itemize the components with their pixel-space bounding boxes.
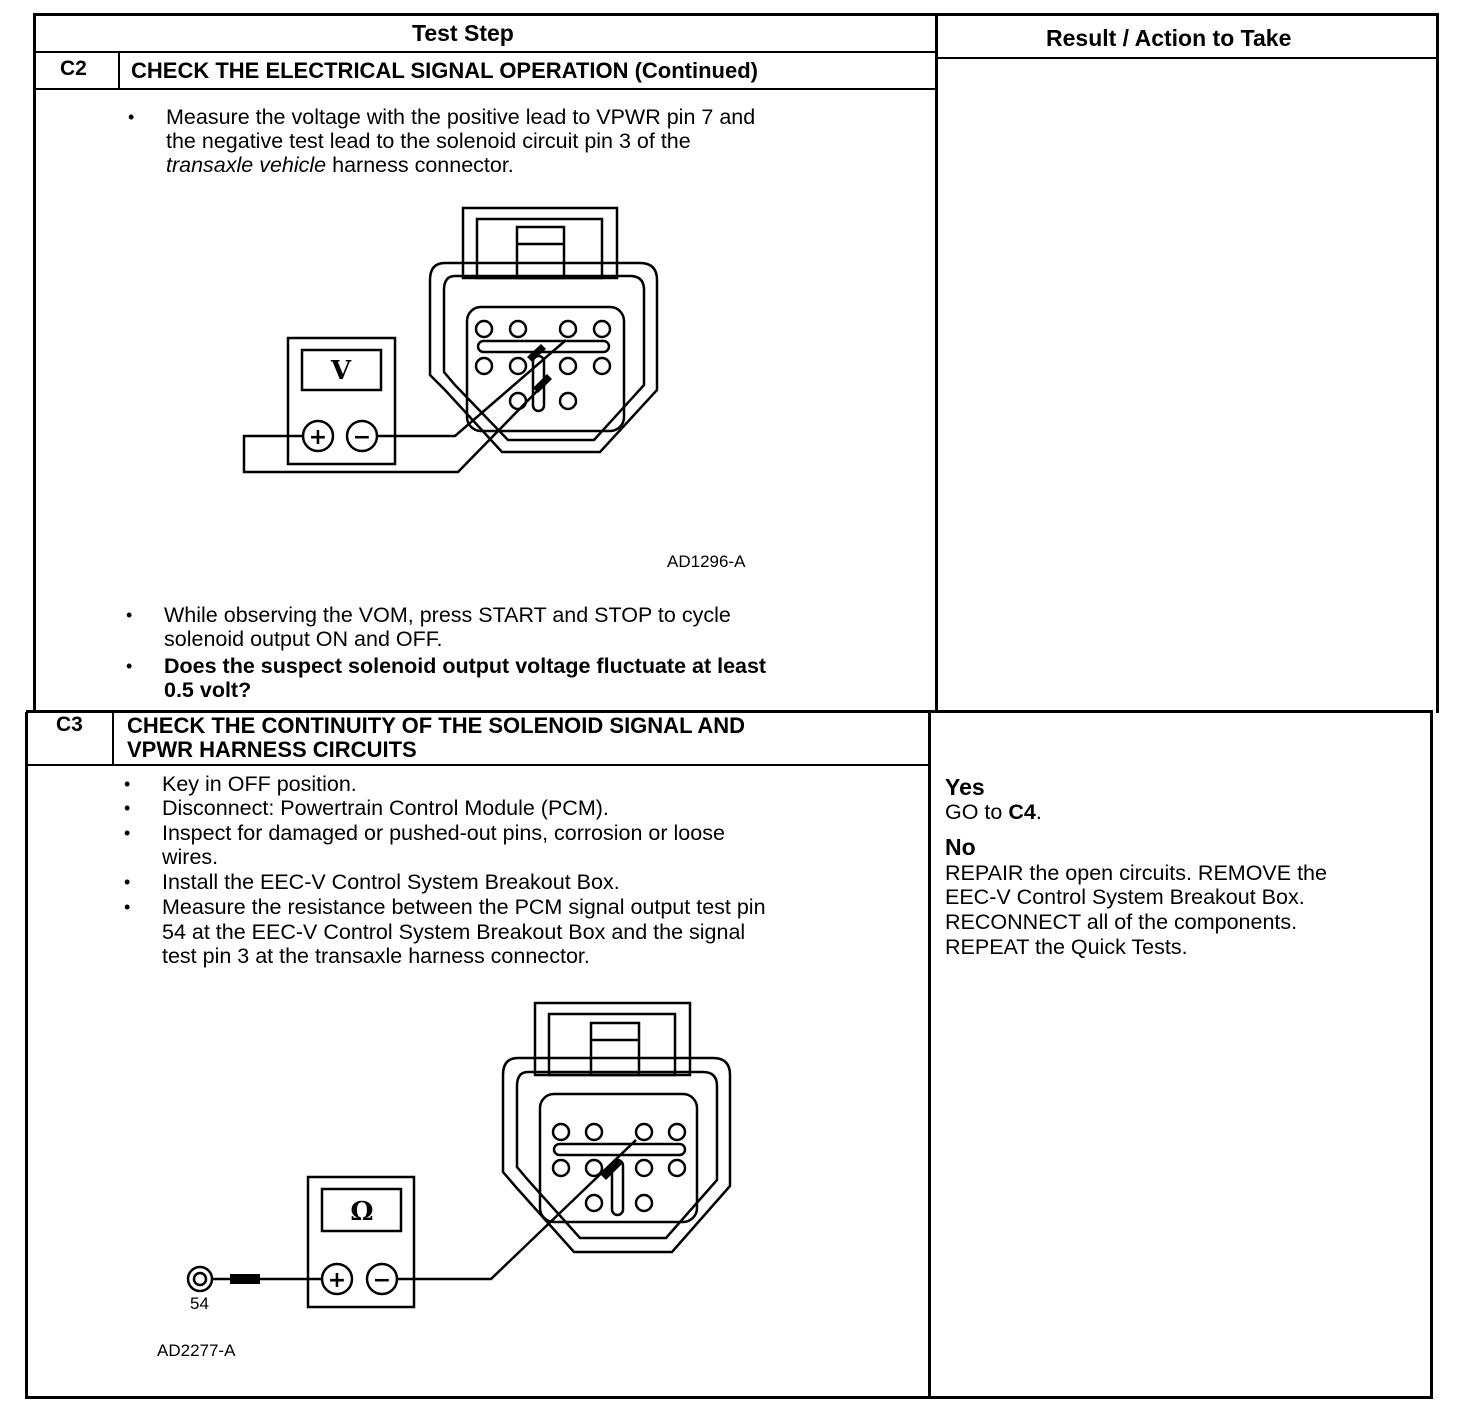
action-suffix: . (1035, 800, 1042, 824)
c3-id-divider (112, 711, 114, 766)
voltmeter-symbol: V (330, 356, 352, 386)
minus-sign: − (353, 425, 371, 450)
c2-italic-phrase: transaxle vehicle (166, 153, 327, 177)
bullet-dot: • (124, 798, 131, 818)
positive-lead (242, 383, 545, 474)
result-yes: Yes (945, 774, 985, 800)
table-border-top (34, 13, 1438, 16)
bullet-dot: • (124, 872, 131, 892)
c3-bullet-3-line-1: Inspect for damaged or pushed-out pins, … (162, 821, 725, 845)
c2-bullet-1-line-2: the negative test lead to the solenoid c… (166, 129, 691, 153)
result-no-line-1: REPAIR the open circuits. REMOVE the (945, 861, 1327, 885)
c2-bullet-1-line-3: transaxle vehicle harness connector. (166, 153, 514, 178)
test-step-header: Test Step (412, 20, 514, 46)
c3-bullet-4: Install the EEC-V Control System Breakou… (162, 870, 620, 894)
c2-id-divider (118, 51, 120, 89)
plus-sign: + (328, 1268, 346, 1293)
pin-54-jack (186, 1265, 214, 1293)
result-yes-action: GO to C4. (945, 800, 1042, 825)
bullet-dot: • (124, 774, 131, 794)
c3-bullet-5-line-3: test pin 3 at the transaxle harness conn… (162, 944, 590, 968)
step-title-c3-line-1: CHECK THE CONTINUITY OF THE SOLENOID SIG… (127, 713, 746, 738)
c2-question-line-1: Does the suspect solenoid output voltage… (164, 654, 767, 678)
result-no-line-4: REPEAT the Quick Tests. (945, 935, 1188, 959)
result-no-line-3: RECONNECT all of the components. (945, 910, 1298, 934)
table-border-left-lower (25, 712, 28, 1398)
c3-bullet-1: Key in OFF position. (162, 772, 357, 796)
bullet-dot: • (124, 897, 131, 917)
table-border-bottom (25, 1396, 1433, 1399)
ohmmeter-body (306, 1175, 416, 1309)
result-action-header: Result / Action to Take (1046, 25, 1292, 51)
connector-housing (501, 1056, 732, 1254)
signal-lead (397, 1139, 637, 1281)
c3-bullet-5-line-2: 54 at the EEC-V Control System Breakout … (162, 920, 746, 944)
plus-sign: + (309, 425, 327, 450)
action-prefix: GO to (945, 800, 1009, 824)
c2-bullet-2-line-1: While observing the VOM, press START and… (164, 603, 731, 627)
c3-title-divider (26, 764, 930, 766)
c3-bullet-5-line-1: Measure the resistance between the PCM s… (162, 895, 766, 919)
bullet-dot: • (126, 656, 133, 676)
negative-lead (377, 339, 567, 438)
c2-bullet-1-line-1: Measure the voltage with the positive le… (166, 105, 756, 129)
bullet-dot: • (124, 823, 131, 843)
ohmmeter-symbol: Ω (350, 1197, 373, 1227)
ohmmeter-display (320, 1187, 403, 1233)
result-no-line-2: EEC-V Control System Breakout Box. (945, 885, 1305, 909)
step-id-c2: C2 (60, 57, 87, 80)
bullet-dot: • (128, 107, 135, 127)
c3-bullet-3-line-2: wires. (162, 845, 219, 869)
column-divider-lower (928, 712, 931, 1398)
result-no: No (945, 834, 976, 860)
minus-sign: − (373, 1268, 391, 1293)
column-divider (935, 13, 938, 713)
c2-title-divider (34, 88, 936, 90)
connector-housing (428, 261, 659, 454)
step-divider (26, 710, 1433, 713)
step-id-c3: C3 (56, 713, 83, 736)
action-target: C4 (1008, 800, 1036, 824)
c2-bullet-2-line-2: solenoid output ON and OFF. (164, 627, 443, 651)
header-divider-left (34, 51, 936, 53)
pin-54-label: 54 (190, 1294, 209, 1313)
table-border-left (33, 13, 36, 713)
c3-figure-label: AD2277-A (157, 1341, 236, 1360)
c2-question-line-2: 0.5 volt? (164, 678, 252, 702)
table-border-right-lower (1430, 712, 1433, 1398)
voltmeter-display (300, 348, 383, 392)
step-title-c2: CHECK THE ELECTRICAL SIGNAL OPERATION (C… (131, 58, 758, 83)
step-title-c3-line-2: VPWR HARNESS CIRCUITS (127, 737, 417, 762)
c3-bullet-2: Disconnect: Powertrain Control Module (P… (162, 796, 609, 820)
voltmeter-body (286, 336, 397, 466)
c2-figure-label: AD1296-A (667, 552, 746, 571)
table-border-right (1436, 13, 1439, 713)
c2-line-rest: harness connector. (326, 153, 514, 177)
header-divider-right (936, 57, 1437, 59)
bullet-dot: • (126, 605, 133, 625)
